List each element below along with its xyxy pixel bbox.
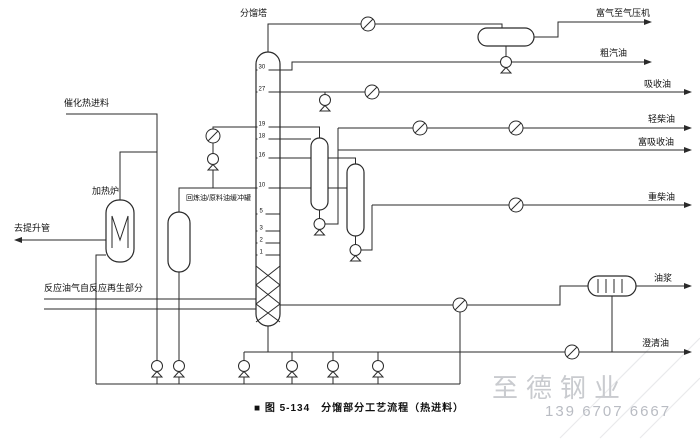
tray-numbers: 30 27 19 18 16 10 5 3 2 1 [257,62,269,256]
pump-icon [151,360,163,378]
pump-icon [207,153,219,171]
furnace-label: 加热炉 [92,185,119,196]
stream-label-light-diesel: 轻柴油 [648,113,675,124]
heat-exchanger-icon [508,197,524,213]
heating-furnace [105,199,135,263]
tray-number: 5 [260,209,264,215]
labels: 分馏塔 加热炉 回炼油/原料油缓冲罐 催化热进料 去提升管 反应油气自反应再生部… [14,7,675,348]
pump-icon [500,56,512,74]
pump-icon [238,360,250,378]
tray-number: 10 [259,183,266,189]
side-stripper-1 [310,137,329,211]
slurry-settler [587,275,637,297]
tower-label: 分馏塔 [240,7,267,18]
stream-label-reaction-gas: 反应油气自反应再生部分 [44,282,143,293]
heat-exchanger-icon [205,128,221,144]
buffer-tank [167,211,191,273]
pipe-network [22,21,684,385]
pump-icon [327,360,339,378]
stream-label-absorption-oil: 吸收油 [644,78,671,89]
pump-icon [286,360,298,378]
buffer-tank-label: 回炼油/原料油缓冲罐 [186,193,251,202]
tray-number: 3 [260,226,264,232]
pump-icon [349,244,362,262]
watermark: 至德钢业 139 6707 6667 [492,337,700,439]
tray-number: 16 [259,153,266,159]
pump-icon [173,360,185,378]
flow-arrows [14,19,692,355]
tray-number: 30 [259,65,266,71]
tray-number: 1 [260,250,264,256]
stream-label-rich-gas: 富气至气压机 [596,7,650,18]
tray-number: 19 [259,122,266,128]
pump-icon [313,218,326,236]
stream-label-catalytic-hot-feed: 催化热进料 [64,97,109,108]
heat-exchanger-icon [452,297,468,313]
heat-exchanger-icon [508,120,524,136]
pump-icon [372,360,384,378]
heat-exchanger-icon [412,120,428,136]
side-stripper-2 [346,163,365,237]
fractionation-tower [255,51,281,327]
stream-label-crude-gasoline: 粗汽油 [600,47,627,58]
heat-exchanger-icon [564,344,580,360]
heat-exchanger-icon [364,84,380,100]
tray-number: 27 [259,87,266,93]
stream-label-clarified-oil: 澄清油 [642,337,669,348]
watermark-phone: 139 6707 6667 [545,403,671,420]
stream-label-oil-slurry: 油浆 [654,272,672,283]
heat-exchanger-icon [360,16,376,32]
stream-label-heavy-diesel: 重柴油 [648,191,675,202]
pumps [151,56,512,378]
reflux-drum [477,27,535,47]
figure-caption: ■ 图 5-134 分馏部分工艺流程（热进料） [254,401,464,414]
tray-number: 2 [260,238,264,244]
tray-number: 18 [259,134,266,140]
stream-label-to-riser: 去提升管 [14,222,50,233]
pump-icon [319,94,331,112]
watermark-company: 至德钢业 [492,373,628,403]
stream-label-rich-absorption-oil: 富吸收油 [638,136,674,147]
